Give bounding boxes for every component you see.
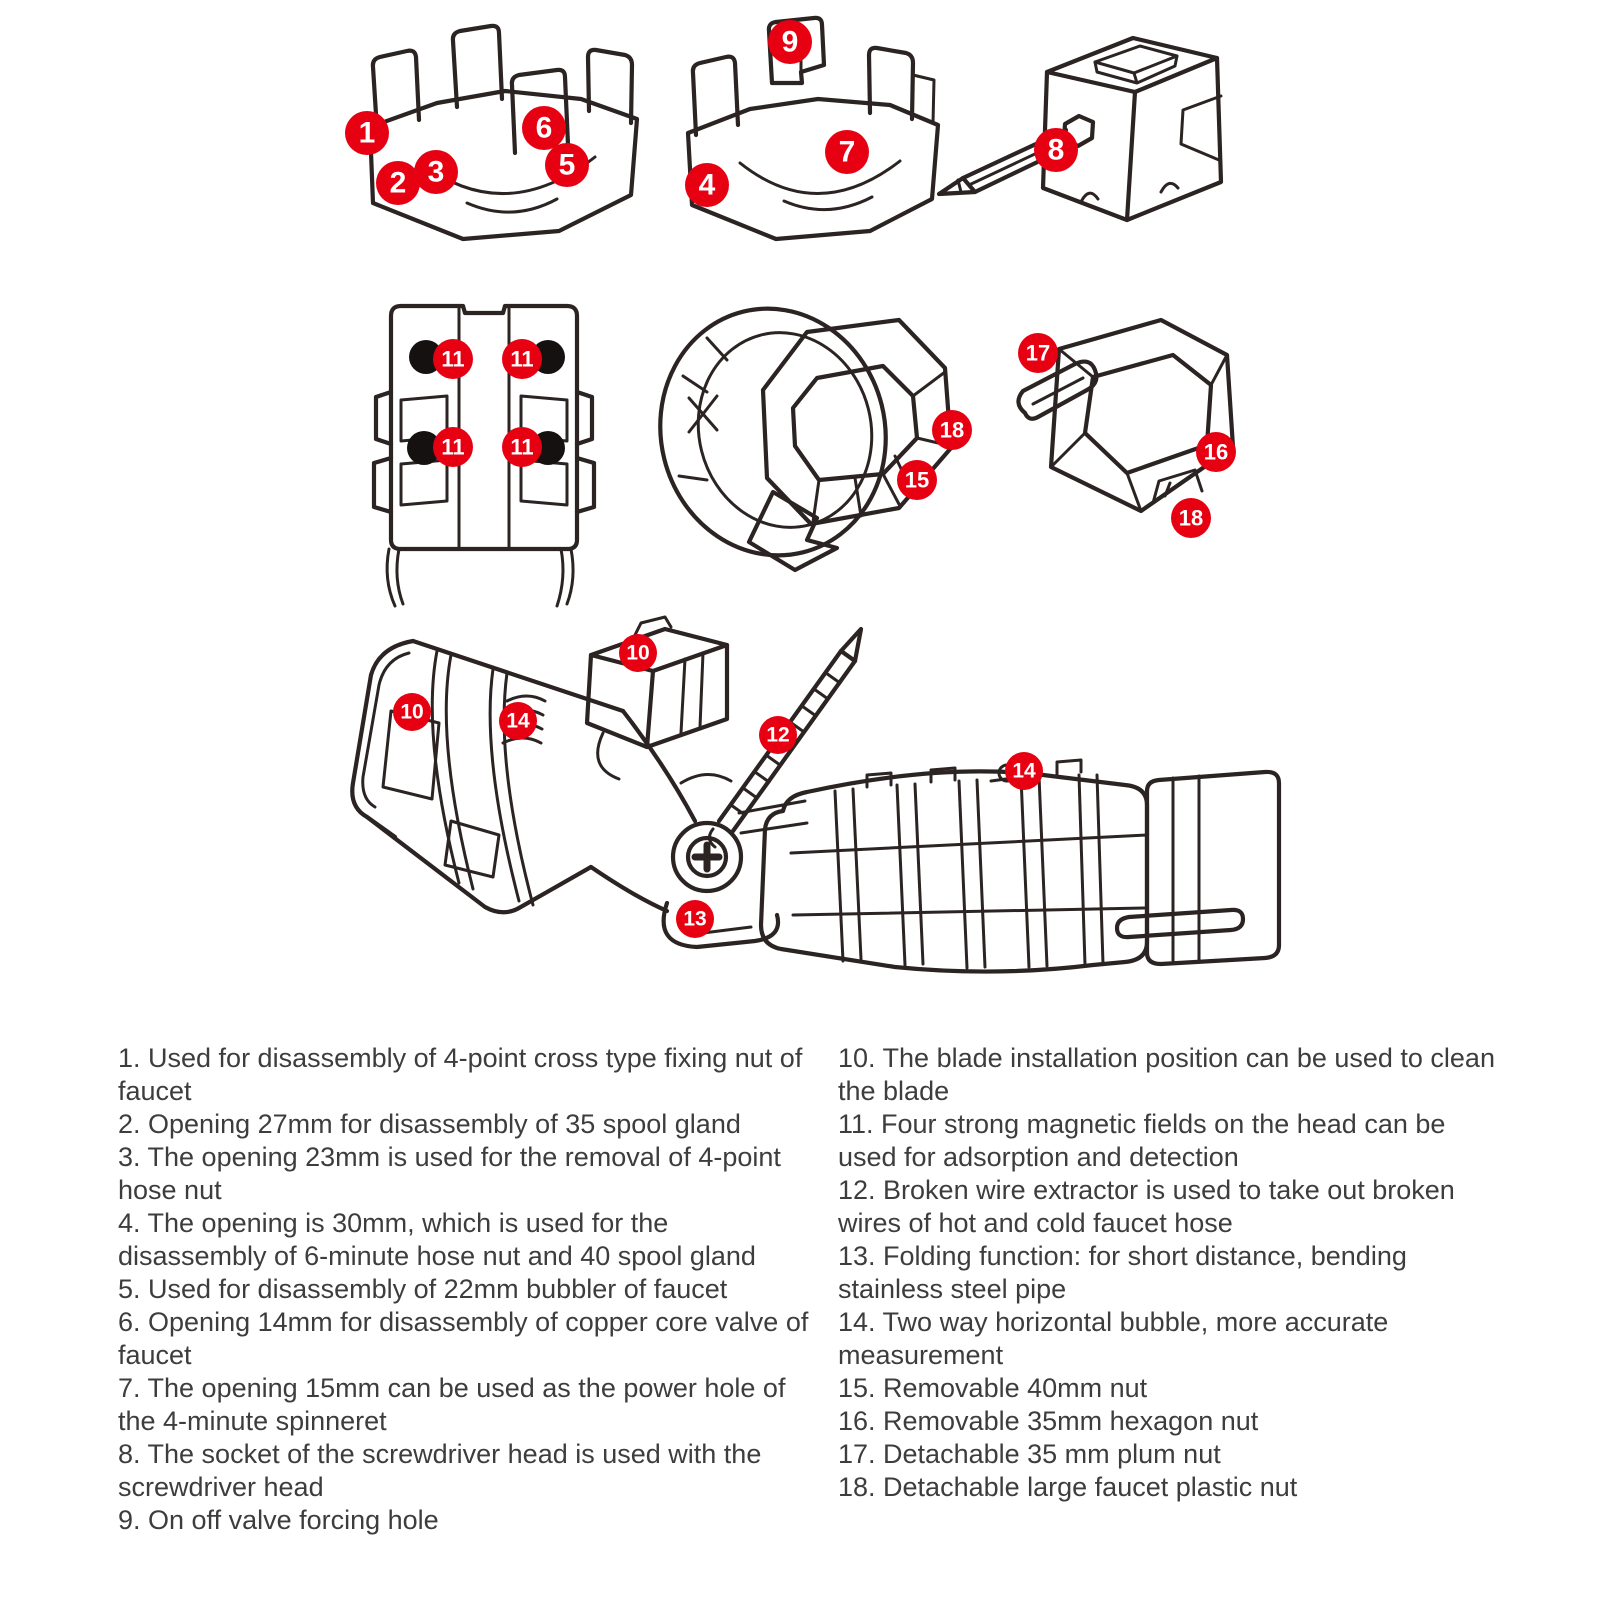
callout-9: 9 <box>768 20 812 64</box>
callout-8: 8 <box>1034 128 1078 172</box>
callout-18-b: 18 <box>1171 498 1211 538</box>
legend-item-9: 9. On off valve forcing hole <box>118 1505 439 1535</box>
legend-item-11: 11. Four strong magnetic fields on the h… <box>838 1109 1446 1172</box>
legend-item-7: 7. The opening 15mm can be used as the p… <box>118 1373 786 1436</box>
svg-text:11: 11 <box>441 435 464 460</box>
callout-10-a: 10 <box>619 634 657 672</box>
folding-hook <box>661 900 781 950</box>
legend-item-10: 10. The blade installation position can … <box>838 1043 1495 1106</box>
legend-item-13: 13. Folding function: for short distance… <box>838 1241 1407 1304</box>
socket-head-isometric-1-drawing <box>367 23 640 242</box>
svg-text:18: 18 <box>1179 506 1203 531</box>
callout-13: 13 <box>676 900 714 938</box>
legend-item-2: 2. Opening 27mm for disassembly of 35 sp… <box>118 1109 741 1139</box>
svg-text:11: 11 <box>510 435 533 460</box>
plum-tab <box>1016 359 1099 421</box>
callout-14-b: 14 <box>1005 752 1043 790</box>
svg-text:13: 13 <box>683 908 706 931</box>
callout-7: 7 <box>825 130 869 174</box>
legend-item-15: 15. Removable 40mm nut <box>838 1373 1148 1403</box>
svg-text:10: 10 <box>400 701 423 724</box>
svg-text:2: 2 <box>390 167 407 200</box>
callout-11-b: 11 <box>502 339 542 379</box>
callout-1: 1 <box>345 111 389 155</box>
svg-text:6: 6 <box>536 112 553 145</box>
callout-15: 15 <box>897 460 937 500</box>
svg-text:18: 18 <box>940 418 964 443</box>
callout-11-c: 11 <box>433 427 473 467</box>
svg-text:15: 15 <box>905 468 929 493</box>
callout-14-a: 14 <box>499 702 537 740</box>
legend-item-4: 4. The opening is 30mm, which is used fo… <box>118 1208 756 1271</box>
svg-text:1: 1 <box>359 117 376 150</box>
magnet-head-top-view-drawing <box>371 303 597 608</box>
svg-text:16: 16 <box>1204 440 1228 465</box>
svg-text:4: 4 <box>699 169 716 202</box>
socket-head-isometric-2-drawing <box>685 15 941 242</box>
legend-left-column: 1. Used for disassembly of 4-point cross… <box>118 1042 818 1537</box>
callout-3: 3 <box>414 150 458 194</box>
legend-item-14: 14. Two way horizontal bubble, more accu… <box>838 1307 1389 1370</box>
legend-item-17: 17. Detachable 35 mm plum nut <box>838 1439 1221 1469</box>
pivot-screw <box>670 773 744 894</box>
svg-text:7: 7 <box>839 136 856 169</box>
legend-item-8: 8. The socket of the screwdriver head is… <box>118 1439 762 1502</box>
svg-text:11: 11 <box>510 347 533 372</box>
legend-item-18: 18. Detachable large faucet plastic nut <box>838 1472 1298 1502</box>
svg-text:14: 14 <box>1012 760 1036 783</box>
magnet-dot <box>407 431 441 465</box>
svg-text:9: 9 <box>782 26 799 59</box>
callout-12: 12 <box>759 716 797 754</box>
wrench-handle <box>758 758 1150 974</box>
legend-item-6: 6. Opening 14mm for disassembly of coppe… <box>118 1307 809 1370</box>
callout-17: 17 <box>1018 333 1058 373</box>
callout-18-a: 18 <box>932 410 972 450</box>
legend-item-3: 3. The opening 23mm is used for the remo… <box>118 1142 781 1205</box>
callout-11-d: 11 <box>502 427 542 467</box>
svg-text:17: 17 <box>1026 341 1050 366</box>
svg-text:8: 8 <box>1048 134 1065 167</box>
claw-tab <box>746 489 840 573</box>
handle-end-socket <box>1114 769 1282 967</box>
legend-item-16: 16. Removable 35mm hexagon nut <box>838 1406 1259 1436</box>
callout-4: 4 <box>685 163 729 207</box>
assembled-wrench-drawing <box>350 615 1282 974</box>
legend-item-5: 5. Used for disassembly of 22mm bubbler … <box>118 1274 728 1304</box>
svg-text:11: 11 <box>441 347 464 372</box>
svg-text:14: 14 <box>506 710 530 733</box>
legend-item-1: 1. Used for disassembly of 4-point cross… <box>118 1043 803 1106</box>
bit-holder-cube-drawing <box>936 35 1224 223</box>
callout-16: 16 <box>1196 432 1236 472</box>
svg-text:5: 5 <box>559 149 576 182</box>
legend-item-12: 12. Broken wire extractor is used to tak… <box>838 1175 1455 1238</box>
callout-10-b: 10 <box>393 693 431 731</box>
callout-6: 6 <box>522 106 566 150</box>
svg-text:3: 3 <box>428 156 445 189</box>
svg-text:12: 12 <box>766 724 789 747</box>
callout-11-a: 11 <box>433 339 473 379</box>
callout-5: 5 <box>545 143 589 187</box>
blade-holder-box <box>584 615 730 781</box>
large-plastic-nut-socket-drawing <box>658 306 954 573</box>
svg-text:10: 10 <box>626 642 649 665</box>
legend-right-column: 10. The blade installation position can … <box>838 1042 1506 1504</box>
callout-2: 2 <box>376 161 420 205</box>
